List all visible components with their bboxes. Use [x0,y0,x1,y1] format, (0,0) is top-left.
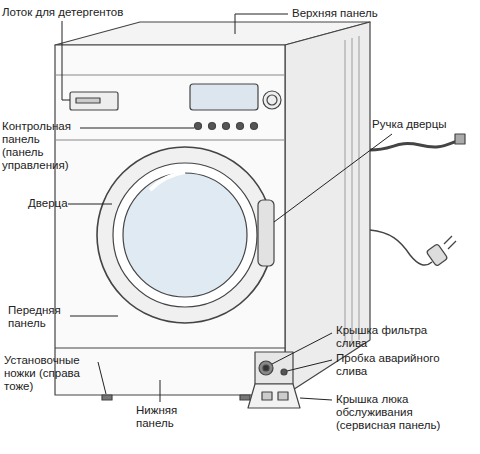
leader-line [272,333,332,364]
filter-cap [259,361,273,375]
button [237,123,244,130]
panel-seam [55,74,285,75]
leader-line [235,14,288,34]
inlet-hose [370,140,460,150]
door-handle [258,200,274,266]
detergent-tray [70,92,118,110]
power-plug [426,244,448,267]
button [251,123,258,130]
part-label: Установочные ножки (справа тоже) [4,354,88,393]
display [190,84,258,110]
button [223,123,230,130]
program-knob [263,91,281,109]
glass-glare [150,172,185,190]
emergency-plug [281,369,287,375]
door-ring [97,147,273,323]
side-rib [358,36,359,340]
program-knob-inner [267,95,277,105]
part-label: Пробка аварийного слива [336,352,448,378]
door-glass [123,173,247,297]
button [209,123,216,130]
panel-seam [55,139,285,140]
part-label: Верхняя панель [292,7,412,20]
leader-line [160,380,161,402]
plug-pin [448,241,456,249]
part-label: Передняя панель [8,304,68,330]
leader-line [98,362,106,394]
leader-line [300,398,332,400]
tray-grip [76,98,100,103]
part-label: Крышка люка обслуживания (сервисная пане… [336,393,468,432]
front-panel [55,45,285,395]
part-label: Контрольная панель (панель управления) [2,120,78,172]
service-recess [255,352,293,384]
part-label: Дверца [28,197,78,210]
part-label: Нижняя панель [136,404,192,430]
leader-line [287,360,332,371]
leader-line [274,134,392,222]
plug-pin [444,236,452,244]
foot [240,395,250,400]
foot [102,395,112,400]
leader-line [70,316,118,317]
side-rib [344,40,345,345]
part-label: Ручка дверцы [372,118,472,131]
leader-line [62,21,70,100]
button [195,123,202,130]
hose-fitting [455,134,465,144]
flap-latch [262,392,272,400]
filter-cap-center [263,365,269,371]
leader-line [68,204,112,205]
bottom-panel-seam [55,347,285,348]
flap-latch [278,392,288,400]
side-rib [351,38,352,342]
leader-line [80,128,194,129]
part-label: Крышка фильтра слива [336,324,436,350]
power-cord [370,230,432,265]
door-rim [113,163,257,307]
service-flap [248,384,300,408]
part-label: Лоток для детергентов [2,6,162,19]
